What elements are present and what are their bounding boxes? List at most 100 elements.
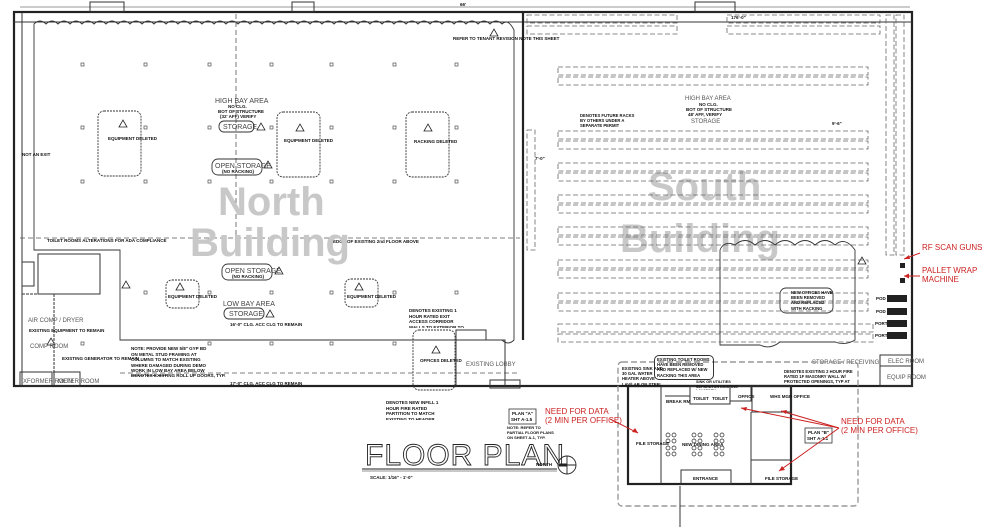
south-building-title: South bbox=[648, 165, 761, 209]
partial-plan-note: NOTE: REFER TO PARTIAL FLOOR PLANS ON SH… bbox=[507, 425, 554, 440]
existing-equipment-note: EXISTING EQUIPMENT TO REMAIN bbox=[29, 328, 104, 333]
rf-scan-guns-annotation: RF SCAN GUNS bbox=[922, 243, 982, 252]
open-storage-label: OPEN STORAGE bbox=[215, 163, 271, 170]
plan-a-label: PLAN "A" bbox=[512, 411, 533, 416]
open-storage-tag bbox=[221, 263, 273, 281]
lobby-structure bbox=[455, 329, 521, 389]
dimension-label: 7'-0" bbox=[535, 156, 545, 161]
office-label: OFFICE bbox=[738, 394, 755, 399]
air-comp-room-label: AIR COMP / DRYER bbox=[28, 318, 84, 324]
pallet-wrap-annotation: PALLET WRAP bbox=[922, 266, 977, 275]
south-revision-cloud bbox=[719, 240, 856, 348]
dimension-label: 9'-6" bbox=[832, 121, 842, 126]
ceiling-note: 16'-0" CLG. ACC CLG TO REMAIN bbox=[230, 322, 302, 327]
offices-removed-note: NEW OFFICES HAVE BEEN REMOVED AND REPLAC… bbox=[791, 290, 833, 312]
south-storage-label: STORAGE bbox=[691, 119, 720, 125]
north-arrow-icon bbox=[557, 455, 577, 475]
future-racks-note: DENOTES FUTURE RACKS BY OTHERS UNDER A S… bbox=[580, 113, 634, 128]
deleted-equipment-boxes bbox=[97, 110, 456, 391]
gyp-board-note: NOTE: PROVIDE NEW 5/8" GYP BD ON METAL S… bbox=[131, 346, 206, 376]
open-storage-note: (NO RACKING) bbox=[222, 169, 254, 174]
plan-a-tag[interactable] bbox=[508, 408, 537, 425]
storage-receiving-label: STORAGE / RECEIVING bbox=[812, 360, 880, 366]
need-data-annotation-left: NEED FOR DATA bbox=[545, 407, 609, 416]
storage-tag bbox=[218, 120, 255, 133]
high-bay-note: 48' AFF, VERIFY bbox=[688, 112, 722, 117]
need-data-annotation-right: NEED FOR DATA bbox=[841, 417, 905, 426]
roll-up-note: DENOTES EXISTING ROLL UP DOORS, TYP. bbox=[131, 373, 226, 378]
plan-a-sheet: SHT A-1.5 bbox=[511, 417, 533, 422]
high-bay-note: BOT OF STRUCTURE bbox=[686, 107, 732, 112]
pallet-wrap-annotation-sub: MACHINE bbox=[922, 275, 959, 284]
north-service-rooms bbox=[19, 253, 101, 387]
deleted-box-label: OFFICES DELETED bbox=[420, 358, 463, 363]
sink-note: EXISTING SINK AND 30 GAL WATER HEATER AB… bbox=[622, 366, 663, 388]
lobby-label: EXISTING LOBBY bbox=[466, 362, 516, 368]
toilet-removed-note: EXISTING TOILET ROOMS HAVE BEEN REMOVED … bbox=[654, 355, 714, 380]
plan-b-sheet: SHT A-1.1 bbox=[807, 436, 829, 441]
north-high-bay-label: HIGH BAY AREA bbox=[215, 98, 269, 105]
dock-label: PORT bbox=[875, 321, 888, 326]
comp-room-label: COMP ROOM bbox=[30, 344, 68, 350]
file-storage-label: FILE STORAGE bbox=[636, 441, 669, 446]
dock-doors bbox=[887, 295, 907, 339]
tenant-revision-note: REFER TO TENANT REVISION NOTE THIS SHEET bbox=[453, 36, 560, 41]
need-data-annotation-left-sub: (2 MIN PER OFFICE) bbox=[545, 416, 622, 425]
dock-label: POD bbox=[876, 309, 887, 314]
rack-rows bbox=[526, 14, 905, 343]
need-data-annotation-right-sub: (2 MIN PER OFFICE) bbox=[841, 426, 918, 435]
lavatory-note: SINK OR UTILITIES SEPARATOR EXISTING LAV… bbox=[696, 380, 738, 390]
plan-b-label: PLAN "B" bbox=[808, 430, 829, 435]
deleted-box-label: EQUIPMENT DELETED bbox=[347, 294, 397, 299]
edge-floor-note: EDGE OF EXISTING 2nd FLOOR ABOVE bbox=[333, 239, 419, 244]
xformer-room-label: XFORMER ROOM bbox=[23, 379, 73, 385]
elec-room-label: ELEC ROOM bbox=[888, 359, 924, 365]
high-bay-note: NO CLG. bbox=[699, 102, 718, 107]
storage-tag bbox=[223, 307, 265, 320]
meter-room-label: METER ROOM bbox=[58, 379, 99, 385]
toilet-label: TOILET bbox=[693, 396, 709, 401]
deleted-box-label: RACKING DELETED bbox=[414, 139, 458, 144]
file-storage-label: FILE STORAGE bbox=[765, 476, 798, 481]
deleted-box-label: EQUIPMENT DELETED bbox=[284, 138, 334, 143]
infill-partition-note: DENOTES NEW INFILL 1 HOUR FIRE RATED PAR… bbox=[386, 400, 438, 420]
elec-equip-rooms bbox=[879, 354, 913, 387]
high-bay-note: NO CLG. bbox=[228, 104, 247, 109]
high-bay-note: BOT OF STRUCTURE bbox=[218, 109, 264, 114]
dimension-label: 176'-0" bbox=[731, 15, 746, 20]
low-bay-label: LOW BAY AREA bbox=[223, 301, 275, 308]
ceiling-note: 17'-0" CLG. ACC CLG TO REMAIN bbox=[230, 381, 302, 386]
drawing-title: FLOOR PLAN bbox=[365, 439, 565, 472]
rf-scan-gun-marker bbox=[900, 263, 905, 268]
office-area bbox=[617, 361, 859, 527]
pallet-wrap-marker bbox=[900, 278, 905, 283]
open-storage-label: OPEN STORAGE bbox=[225, 268, 281, 275]
deleted-box-label: EQUIPMENT DELETED bbox=[108, 136, 158, 141]
open-storage-note: (NO RACKING) bbox=[232, 274, 264, 279]
dining-area-label: NEW DINING AREA bbox=[682, 442, 724, 447]
entrance-label: ENTRANCE bbox=[693, 476, 718, 481]
exterior-walls bbox=[12, 1, 914, 388]
open-storage-tag bbox=[211, 158, 263, 176]
north-label: NORTH bbox=[536, 462, 552, 467]
exit-corridor-note: DENOTES EXISTING 1 HOUR RATED EXIT ACCES… bbox=[409, 308, 464, 328]
not-an-exit-note: NOT AN EXIT bbox=[22, 152, 51, 157]
break-room-label: BREAK RM bbox=[666, 399, 691, 404]
red-annotation-arrows bbox=[609, 252, 921, 472]
drawing-scale: SCALE: 1/16" - 1'-0" bbox=[370, 475, 413, 480]
whs-mgr-office-label: WHS MGR OFFICE bbox=[770, 394, 810, 399]
toilet-label: TOILET bbox=[712, 396, 728, 401]
low-bay-storage-label: STORAGE bbox=[229, 311, 263, 318]
south-high-bay-label: HIGH BAY AREA bbox=[685, 96, 731, 102]
high-bay-note: (32' AFF) VERIFY bbox=[220, 114, 256, 119]
deleted-box-label: EQUIPMENT DELETED bbox=[168, 294, 218, 299]
offices-removed-tag bbox=[779, 287, 834, 314]
dock-label: POD bbox=[876, 296, 887, 301]
generator-note: EXISTING GENERATOR TO REMAIN bbox=[62, 356, 139, 361]
column-grid bbox=[80, 62, 459, 346]
north-storage-label: STORAGE bbox=[223, 124, 257, 131]
fire-wall-note: DENOTES EXISTING 2 HOUR FIRE RATED 1F MA… bbox=[784, 369, 853, 387]
north-building-subtitle: Building bbox=[190, 221, 350, 265]
toilet-rooms-note: TOILET ROOMS ALTERATIONS FOR ADA COMPLIA… bbox=[47, 238, 167, 243]
